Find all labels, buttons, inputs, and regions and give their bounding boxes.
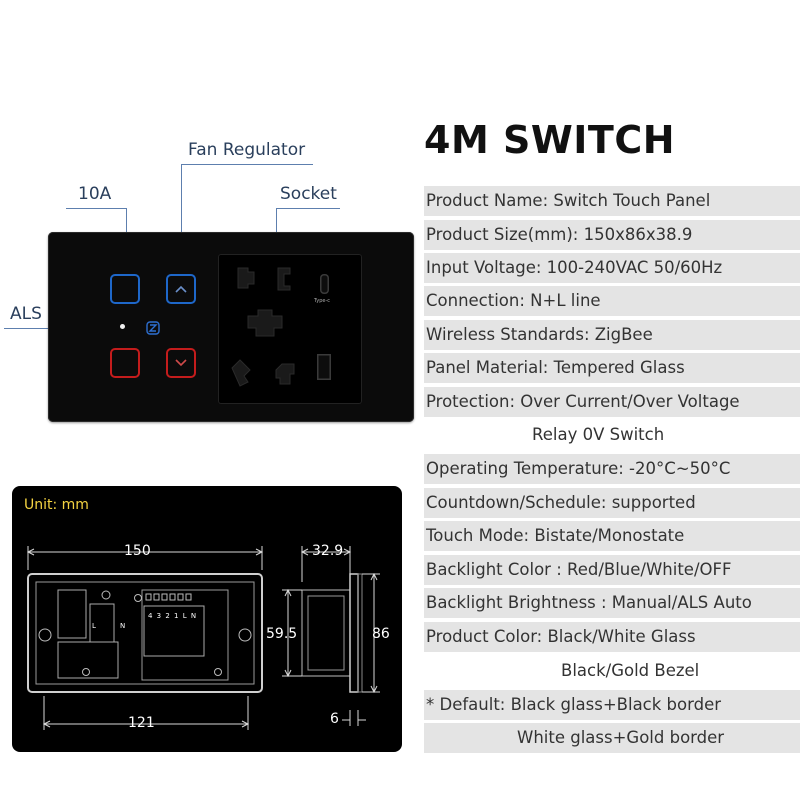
universal-socket-icon bbox=[231, 267, 295, 387]
dimension-height: 86 bbox=[372, 626, 390, 642]
chevron-down-icon bbox=[175, 359, 187, 367]
spec-row: Product Color: Black/White Glass bbox=[424, 622, 800, 652]
spec-row: Operating Temperature: -20°C~50°C bbox=[424, 454, 800, 484]
callout-socket: Socket bbox=[280, 184, 337, 204]
spec-row: Product Size(mm): 150x86x38.9 bbox=[424, 220, 800, 250]
page-title: 4M SWITCH bbox=[424, 118, 676, 162]
spec-row: Touch Mode: Bistate/Monostate bbox=[424, 521, 800, 551]
terminal-l-label: L bbox=[92, 622, 96, 630]
dimension-inner-width: 121 bbox=[128, 715, 155, 731]
dimension-bezel: 6 bbox=[330, 711, 339, 727]
callout-10a: 10A bbox=[78, 184, 112, 204]
callout-line bbox=[181, 164, 313, 165]
spec-row: Input Voltage: 100-240VAC 50/60Hz bbox=[424, 253, 800, 283]
als-sensor bbox=[120, 324, 125, 329]
spec-row: Connection: N+L line bbox=[424, 286, 800, 316]
spec-row: Countdown/Schedule: supported bbox=[424, 488, 800, 518]
spec-row: Wireless Standards: ZigBee bbox=[424, 320, 800, 350]
spec-row: Backlight Color : Red/Blue/White/OFF bbox=[424, 555, 800, 585]
spec-row-continued: Black/Gold Bezel bbox=[424, 656, 800, 686]
unit-label: Unit: mm bbox=[24, 497, 89, 513]
usb-c-port-icon bbox=[320, 274, 329, 294]
callout-line bbox=[181, 164, 182, 264]
chevron-up-icon bbox=[175, 285, 187, 293]
spec-row-continued: Relay 0V Switch bbox=[424, 420, 800, 450]
fan-down-key[interactable] bbox=[166, 348, 196, 378]
dimension-depth: 32.9 bbox=[312, 543, 344, 559]
spec-row: Backlight Brightness : Manual/ALS Auto bbox=[424, 588, 800, 618]
socket-module: Type-c bbox=[218, 254, 362, 404]
spec-row: White glass+Gold border bbox=[424, 723, 800, 753]
callout-line bbox=[66, 208, 126, 209]
dimension-lines bbox=[26, 546, 380, 730]
touch-key-bottom-left[interactable] bbox=[110, 348, 140, 378]
dimension-drawing: Unit: mm bbox=[12, 486, 402, 752]
callout-line bbox=[276, 208, 340, 209]
terminal-label: 4 3 2 1 L N bbox=[148, 612, 198, 620]
fan-up-key[interactable] bbox=[166, 274, 196, 304]
touch-key-top-left[interactable] bbox=[110, 274, 140, 304]
terminal-n-label: N bbox=[120, 622, 126, 630]
spec-row: Product Name: Switch Touch Panel bbox=[424, 186, 800, 216]
spec-row: Protection: Over Current/Over Voltage bbox=[424, 387, 800, 417]
dimension-width: 150 bbox=[124, 543, 151, 559]
usb-a-port-icon bbox=[317, 354, 331, 380]
spec-row: Panel Material: Tempered Glass bbox=[424, 353, 800, 383]
callout-fan-regulator: Fan Regulator bbox=[188, 140, 306, 160]
zigbee-logo-icon bbox=[146, 320, 160, 339]
usb-c-label: Type-c bbox=[314, 298, 331, 304]
spec-row: * Default: Black glass+Black border bbox=[424, 690, 800, 720]
callout-als: ALS bbox=[10, 304, 42, 324]
dimension-inner-height: 59.5 bbox=[266, 626, 298, 642]
